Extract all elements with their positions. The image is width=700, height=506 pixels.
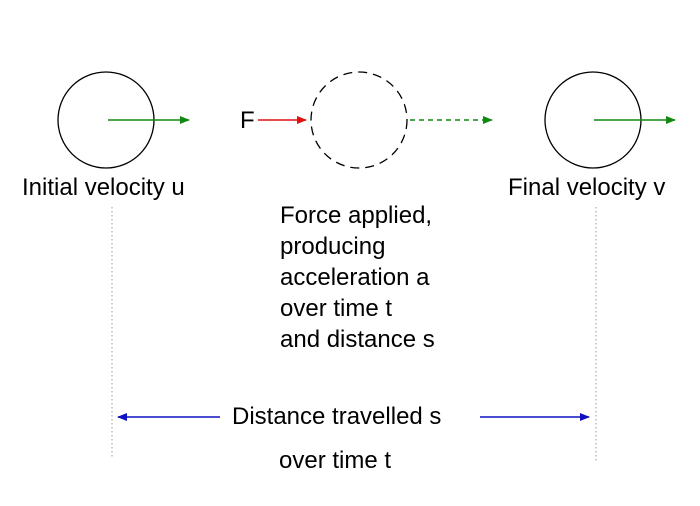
- description-line: acceleration a: [280, 264, 430, 291]
- description-line: producing: [280, 233, 386, 260]
- description-line: Force applied,: [280, 202, 433, 229]
- force-label: F: [240, 107, 255, 134]
- force-description: Force applied, producing acceleration a …: [280, 200, 435, 355]
- final-velocity-label: Final velocity v: [508, 174, 666, 201]
- description-line: and distance s: [280, 326, 435, 353]
- accelerating-body-circle: [310, 71, 408, 169]
- time-label: over time t: [279, 447, 392, 474]
- initial-velocity-label: Initial velocity u: [22, 174, 185, 201]
- description-line: over time t: [280, 295, 393, 322]
- distance-label: Distance travelled s: [232, 403, 442, 430]
